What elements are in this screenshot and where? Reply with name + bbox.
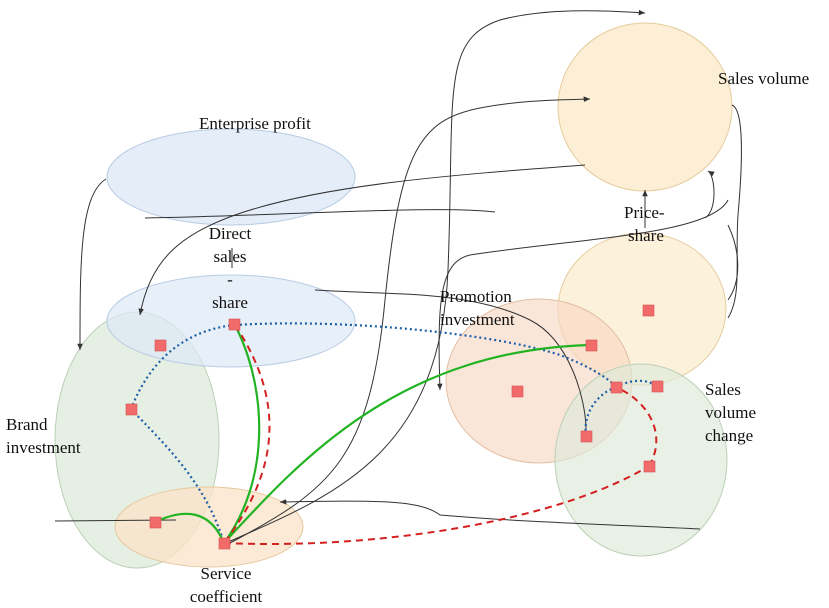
node-service-a <box>149 516 162 529</box>
node-sales-change-d <box>643 460 656 473</box>
node-promotion-b <box>511 385 524 398</box>
node-sales-change-b <box>651 380 664 393</box>
label-service-coefficient-line2: coefficient <box>189 587 263 606</box>
sales-volume-change-ellipse <box>554 363 728 557</box>
label-brand-investment-line1: Brand <box>6 415 48 434</box>
node-direct-sales-b <box>154 339 167 352</box>
label-promotion-investment-line2: investment <box>440 310 515 329</box>
arrow-sales-change-to-sales-volume <box>704 170 715 219</box>
node-brand <box>125 403 138 416</box>
arrow-sales-change-to-service <box>279 499 701 530</box>
node-promotion-a <box>585 339 598 352</box>
sales-volume-ellipse <box>557 22 733 192</box>
blue-link-direct-to-sales-change <box>234 322 617 388</box>
label-service-coefficient-line1: Service <box>200 564 252 583</box>
green-link-service-to-brand <box>154 512 226 544</box>
red-link-sales-change-loop <box>615 386 658 467</box>
line-direct-sales-to-promotion <box>314 289 587 431</box>
label-direct-sales-share-line4: share <box>212 293 248 312</box>
node-sales-change-a <box>610 381 623 394</box>
blue-link-brand-to-service <box>130 408 226 544</box>
green-link-service-to-direct <box>223 324 261 544</box>
node-price-share <box>642 304 655 317</box>
red-link-service-to-sales-change <box>223 465 650 546</box>
arrow-service-to-sales-volume <box>229 96 591 544</box>
arrow-service-to-sales-volume-top <box>225 9 646 544</box>
enterprise-profit-ellipse <box>106 128 356 226</box>
label-sales-volume-change-line2: volume <box>705 403 756 422</box>
node-direct-sales-a <box>228 318 241 331</box>
line-price-share-right <box>727 224 739 301</box>
blue-link-direct-to-brand <box>129 323 236 410</box>
arrow-profit-to-brand <box>77 178 107 351</box>
label-enterprise-profit: Enterprise profit <box>199 114 311 133</box>
arrow-price-share-to-promotion <box>436 199 729 391</box>
blue-link-sales-change-to-node-a <box>584 385 617 437</box>
label-direct-sales-share-line3: - <box>227 270 233 289</box>
ellipse-layer <box>54 22 733 569</box>
node-layer <box>125 304 664 550</box>
label-promotion-investment-line1: Promotion <box>440 287 512 306</box>
connector-layer <box>54 9 742 544</box>
green-link-service-to-promotion <box>223 343 592 544</box>
node-sales-change-c <box>580 430 593 443</box>
line-profit-base <box>144 209 496 219</box>
node-service-b <box>218 537 231 550</box>
label-sales-volume-change-line3: change <box>705 426 754 445</box>
label-sales-volume: Sales volume <box>718 69 810 88</box>
label-price-share-line1: Price- <box>624 203 665 222</box>
service-coefficient-ellipse <box>114 486 304 568</box>
label-sales-volume-change-line1: Sales <box>705 380 741 399</box>
link-layer <box>129 322 658 546</box>
line-sales-volume-right-loop <box>727 104 742 319</box>
label-direct-sales-share-line1: Direct <box>208 224 252 243</box>
label-direct-sales-share-line2: sales <box>213 247 247 266</box>
label-price-share-line2: share <box>628 226 664 245</box>
label-brand-investment-line2: investment <box>6 438 81 457</box>
arrow-sales-volume-to-direct-sales <box>138 164 586 316</box>
